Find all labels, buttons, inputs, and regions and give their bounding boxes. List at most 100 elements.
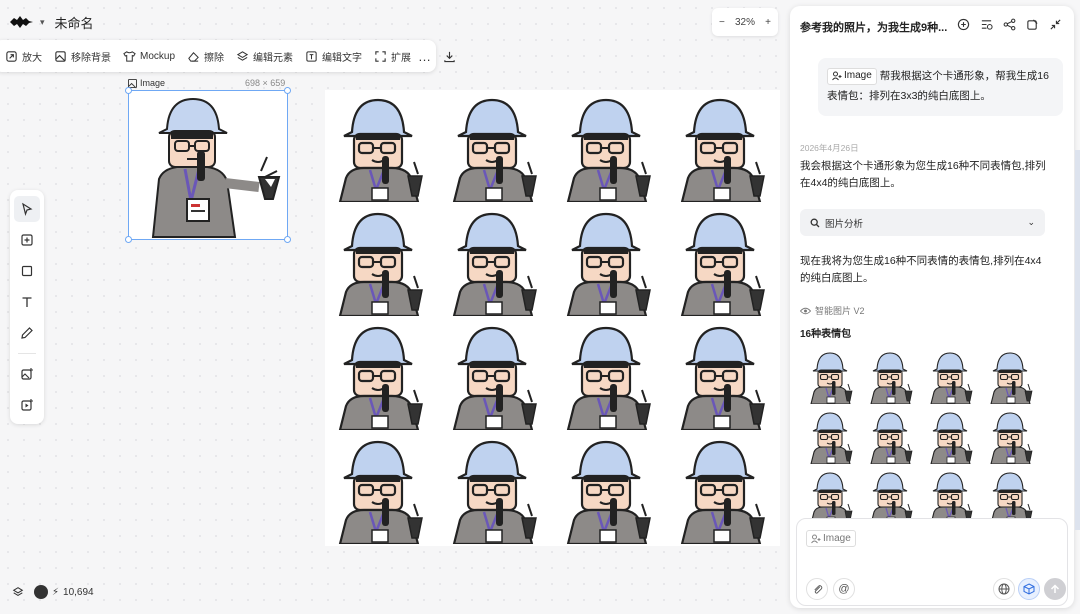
collapse-icon[interactable]	[1049, 18, 1062, 31]
history-icon[interactable]	[980, 18, 993, 31]
sticker-4	[986, 349, 1036, 407]
input-image-chip-label: Image	[823, 533, 851, 544]
remove-background-label: 移除背景	[71, 52, 111, 64]
video-plus-icon	[21, 399, 33, 411]
arrow-up-icon	[1050, 584, 1060, 593]
edit-elements-button[interactable]: 编辑元素	[231, 44, 298, 68]
sticker-9	[806, 469, 856, 522]
sticker-8	[672, 206, 772, 319]
model-tag: 智能图片 V2	[800, 304, 865, 317]
send-button[interactable]	[1044, 578, 1066, 600]
zoom-out-button[interactable]: −	[719, 16, 725, 28]
erase-label: 擦除	[204, 52, 225, 64]
mockup-label: Mockup	[140, 50, 176, 62]
resize-handle-top-left[interactable]	[125, 87, 132, 94]
image-generate-button[interactable]	[14, 361, 40, 387]
chat-input-box[interactable]: Image @	[796, 518, 1068, 606]
model-select-button[interactable]	[1018, 578, 1040, 600]
upscale-button[interactable]: 放大	[0, 44, 47, 68]
sticker-10	[444, 320, 544, 433]
resize-handle-top-right[interactable]	[284, 87, 291, 94]
input-image-chip[interactable]: Image	[806, 530, 856, 547]
document-title[interactable]: 未命名	[54, 15, 94, 31]
remove-background-button[interactable]: 移除背景	[49, 44, 116, 68]
sticker-10	[866, 469, 916, 522]
search-icon	[810, 218, 820, 227]
eraser-icon	[188, 51, 199, 62]
image-attachment-icon	[832, 71, 842, 81]
sticker-3	[926, 349, 976, 407]
edit-icon[interactable]	[1026, 18, 1039, 31]
image-attachment-icon	[811, 534, 821, 543]
sticker-11	[926, 469, 976, 522]
source-image[interactable]	[125, 87, 291, 243]
result-title: 16种表情包	[800, 329, 852, 340]
image-dimensions: 698 × 659	[245, 78, 286, 88]
message-date: 2026年4月26日	[800, 143, 859, 153]
erase-button[interactable]: 擦除	[182, 44, 229, 68]
layers-panel-icon[interactable]	[12, 586, 24, 598]
zoom-in-button[interactable]: +	[765, 16, 771, 28]
credits-value: 10,694	[63, 586, 94, 598]
sticker-6	[444, 206, 544, 319]
chevron-down-icon: ⌄	[1027, 217, 1035, 227]
adjacent-panel-edge	[1075, 150, 1080, 530]
sticker-2	[866, 349, 916, 407]
sticker-2	[444, 92, 544, 205]
result-thumbnail-image[interactable]	[804, 348, 1044, 522]
user-message: Image 帮我根据这个卡通形象，帮我生成16表情包：排列在3x3的纯白底图上。	[818, 58, 1063, 116]
app-header: ▾ 未命名	[10, 10, 94, 34]
resize-handle-bottom-left[interactable]	[125, 236, 132, 243]
add-frame-button[interactable]	[14, 227, 40, 253]
sticker-5	[330, 206, 430, 319]
sticker-3	[558, 92, 658, 205]
user-message-text: 帮我根据这个卡通形象，帮我生成16表情包：排列在3x3的纯白底图上。	[827, 70, 1049, 102]
bottom-status: ⚡ 10,694	[12, 585, 94, 599]
mention-button[interactable]: @	[833, 578, 855, 600]
sticker-sheet-image[interactable]	[325, 90, 780, 546]
logo-icon[interactable]	[10, 15, 34, 29]
image-layer-name: Image	[140, 78, 166, 88]
eye-icon	[800, 307, 811, 314]
edit-text-label: 编辑文字	[322, 52, 363, 64]
new-chat-icon[interactable]	[957, 18, 970, 31]
image-attachment-chip[interactable]: Image	[827, 67, 877, 85]
resize-handle-bottom-right[interactable]	[284, 236, 291, 243]
text-tool-button[interactable]	[14, 289, 40, 315]
sticker-1	[806, 349, 856, 407]
sticker-7	[926, 409, 976, 467]
image-attachment-label: Image	[844, 70, 872, 82]
text-frame-icon	[306, 50, 317, 62]
expand-button[interactable]: 扩展	[369, 44, 416, 68]
assistant-intro: 我会根据这个卡通形象为您生成16种不同表情包,排列在4x4的纯白底图上。	[800, 160, 1046, 189]
chevron-down-icon[interactable]: ▾	[40, 16, 45, 27]
image-icon	[128, 78, 137, 88]
image-analysis-toggle[interactable]: 图片分析 ⌄	[800, 209, 1045, 236]
image-layer-label: Image	[128, 78, 165, 88]
sticker-7	[558, 206, 658, 319]
share-icon[interactable]	[1003, 18, 1016, 31]
pen-icon	[21, 327, 33, 339]
web-search-button[interactable]	[993, 578, 1015, 600]
credits-display[interactable]: ⚡ 10,694	[34, 585, 94, 599]
select-tool-button[interactable]	[14, 196, 40, 222]
sticker-1	[330, 92, 430, 205]
sticker-4	[672, 92, 772, 205]
download-icon[interactable]	[443, 44, 456, 68]
attach-file-button[interactable]	[806, 578, 828, 600]
cursor-icon	[22, 202, 33, 216]
video-generate-button[interactable]	[14, 392, 40, 418]
assistant-followup: 现在我将为您生成16种不同表情的表情包,排列在4x4的纯白底图上。	[800, 255, 1042, 284]
chat-actions	[957, 18, 1062, 31]
pen-tool-button[interactable]	[14, 320, 40, 346]
rectangle-tool-button[interactable]	[14, 258, 40, 284]
source-character-image	[151, 97, 281, 238]
mockup-button[interactable]: Mockup	[118, 44, 180, 68]
side-toolbar-divider	[18, 353, 36, 354]
chat-title: 参考我的照片，为我生成9种...	[800, 22, 948, 34]
edit-text-button[interactable]: 编辑文字	[300, 44, 367, 68]
at-icon: @	[838, 583, 850, 595]
more-options-icon[interactable]: …	[418, 48, 432, 64]
sticker-13	[330, 434, 430, 547]
expand-label: 扩展	[391, 52, 412, 64]
